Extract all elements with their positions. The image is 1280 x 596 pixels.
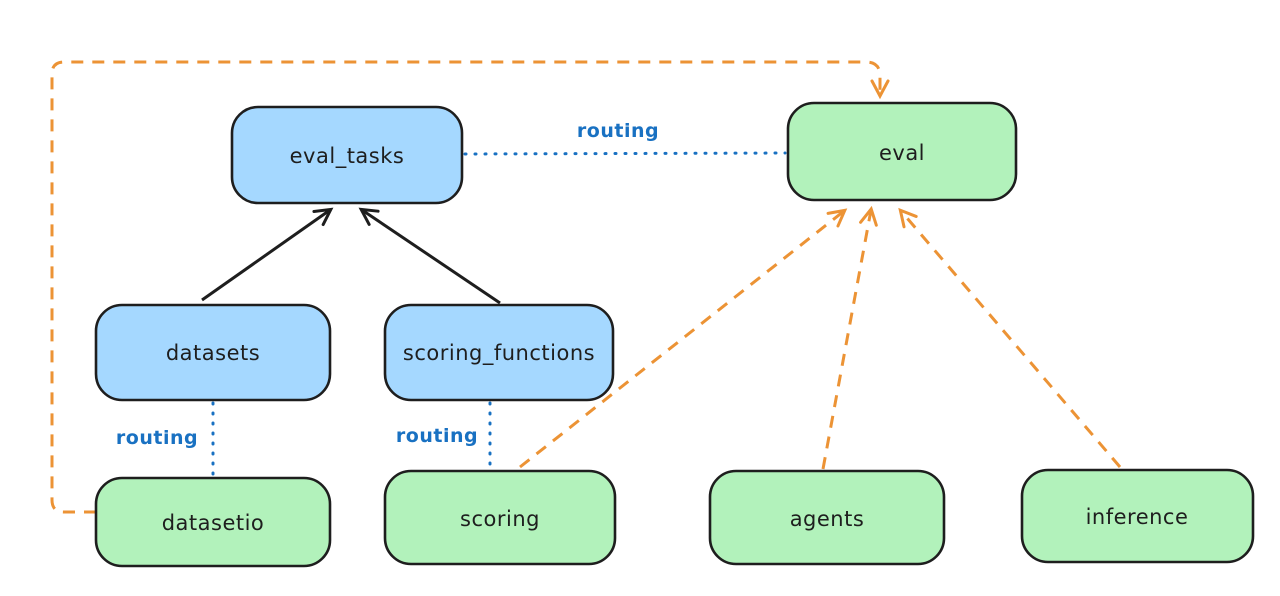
node-inference: inference (1020, 468, 1255, 564)
node-datasets-box (94, 303, 332, 402)
edge-scoring-to-eval (519, 208, 848, 469)
routing-label-datasets: routing (116, 427, 198, 449)
node-scoring: scoring (383, 469, 617, 566)
edge-eval-tasks-to-eval-routing (463, 151, 787, 156)
node-agents-box (708, 469, 946, 566)
node-eval-tasks-box (230, 105, 464, 205)
routing-label-scoring: routing (396, 425, 478, 447)
node-inference-box (1020, 468, 1255, 564)
node-scoring-box (383, 469, 617, 566)
node-eval: eval (786, 101, 1018, 202)
routing-label-top: routing (577, 120, 659, 142)
node-datasets-label: datasets (166, 341, 260, 365)
node-scoring-functions-label: scoring_functions (403, 341, 595, 366)
node-eval-tasks: eval_tasks (230, 105, 464, 205)
edge-datasetio-to-eval (50, 60, 890, 514)
node-scoring-functions-box (383, 303, 615, 402)
edge-datasets-to-eval-tasks (201, 207, 334, 302)
node-datasetio: datasetio (94, 476, 332, 568)
node-eval-label: eval (879, 141, 925, 165)
node-datasetio-label: datasetio (162, 511, 265, 535)
node-datasetio-box (94, 476, 332, 568)
node-datasets: datasets (94, 303, 332, 402)
node-inference-label: inference (1086, 505, 1189, 529)
node-agents-label: agents (790, 507, 865, 531)
edge-scoring-functions-to-eval-tasks (358, 207, 501, 305)
edge-agents-to-eval (821, 205, 878, 470)
node-eval-tasks-label: eval_tasks (290, 144, 405, 169)
edge-inference-to-eval (898, 207, 1122, 468)
node-agents: agents (708, 469, 946, 566)
node-scoring-label: scoring (460, 507, 540, 531)
node-scoring-functions: scoring_functions (383, 303, 615, 402)
node-eval-box (786, 101, 1018, 202)
